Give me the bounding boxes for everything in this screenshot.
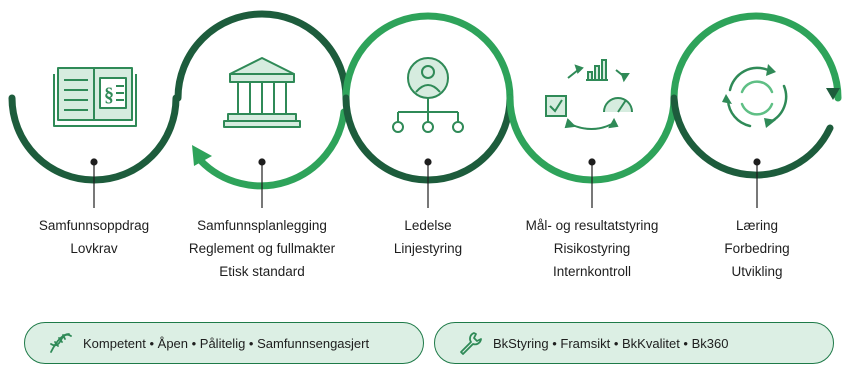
circle-5-bottom-arc [670, 94, 834, 179]
stage-2-line-1: Samfunnsplanlegging [197, 218, 327, 233]
stage-2-line-3: Etisk standard [219, 264, 305, 279]
stage-4-line-3: Internkontroll [552, 264, 632, 279]
stage-1-labels: Samfunnsoppdrag Lovkrav [14, 214, 174, 260]
svg-text:§: § [104, 84, 114, 106]
circle-3-top-arc [342, 12, 514, 102]
circle-5-top-arc [670, 12, 842, 102]
stage-5-line-1: Læring [735, 218, 779, 233]
organization-chart-icon [392, 57, 464, 133]
circle-2-top-arc [174, 10, 350, 102]
wrench-icon [460, 332, 482, 355]
performance-management-icon [545, 59, 633, 130]
law-book-icon: § [53, 67, 137, 127]
circle-2-arrowhead [192, 145, 212, 166]
stage-1-line-2: Lovkrav [70, 241, 118, 256]
circle-5-arrowhead [826, 88, 840, 100]
stage-5-labels: Læring Forbedring Utvikling [697, 214, 817, 283]
stage-2-line-2: Reglement og fullmakter [188, 241, 336, 256]
values-pill: Kompetent • Åpen • Pålitelig • Samfunnse… [24, 322, 424, 364]
stage-3-line-1: Ledelse [404, 218, 452, 233]
stage-2-labels: Samfunnsplanlegging Reglement og fullmak… [172, 214, 352, 283]
stage-4-line-2: Risikostyring [553, 241, 631, 256]
government-building-icon [223, 57, 301, 128]
tools-pill-text: BkStyring • Framsikt • BkKvalitet • Bk36… [493, 335, 729, 351]
stage-1-line-1: Samfunnsoppdrag [38, 218, 150, 233]
stage-3-labels: Ledelse Linjestyring [358, 214, 498, 260]
stage-4-labels: Mål- og resultatstyring Risikostyring In… [502, 214, 682, 283]
cycle-arrows-icon [722, 64, 788, 128]
stage-5-line-3: Utvikling [731, 264, 783, 279]
values-pill-text: Kompetent • Åpen • Pålitelig • Samfunnse… [83, 335, 370, 351]
connectors [90, 158, 761, 208]
stage-3-line-2: Linjestyring [393, 241, 463, 256]
stage-4-line-1: Mål- og resultatstyring [525, 218, 659, 233]
stage-5-line-2: Forbedring [724, 241, 790, 256]
dna-icon [50, 333, 72, 353]
tools-pill: BkStyring • Framsikt • BkKvalitet • Bk36… [434, 322, 834, 364]
circle-2-bottom-arc [196, 108, 348, 190]
